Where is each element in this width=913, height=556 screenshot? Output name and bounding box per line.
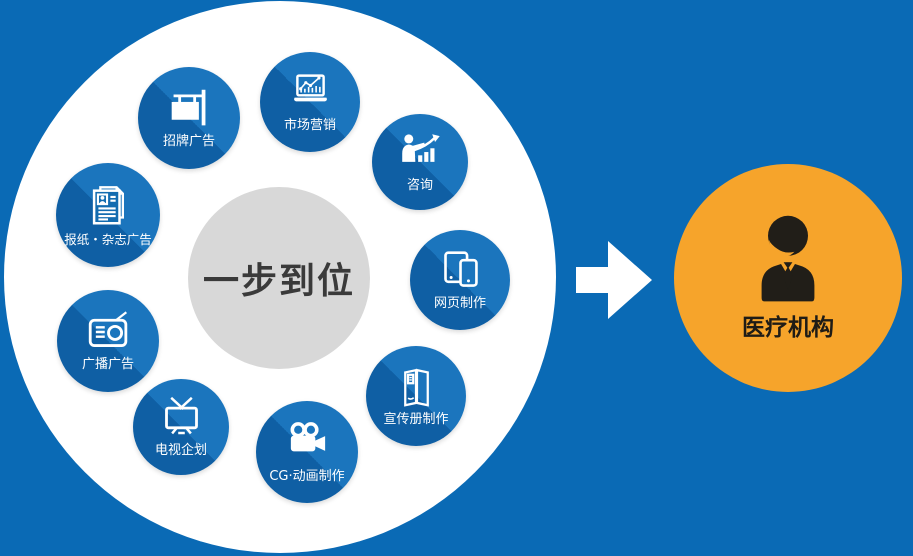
service-circle-consulting: 咨询 [372,114,468,210]
service-circle-signboard-ad: 招牌广告 [138,67,240,169]
tablet-phone-icon [443,251,478,287]
service-label: 报纸・杂志广告 [64,231,152,247]
service-circle-web-production: 网页制作 [410,230,510,330]
tv-icon [164,396,198,435]
service-label: 广播广告 [81,357,134,372]
service-circle-newspaper-magazine-ad: 报纸・杂志广告 [56,163,160,267]
target-circle-medical-institution: 医疗机构 [674,164,902,392]
signboard-icon [171,89,205,126]
service-label: CG·动画制作 [269,469,345,484]
hub-label: 一步到位 [202,261,355,302]
target-label: 医疗机构 [742,315,834,341]
businessperson-icon [761,215,815,302]
movie-camera-icon [290,422,325,452]
service-circle-cg-animation: CG·动画制作 [256,401,358,503]
service-label: 市场营销 [283,118,336,133]
consultant-growth-icon [401,134,440,162]
service-circle-tv-planning: 电视企划 [133,379,229,475]
hub-circle: 一步到位 [188,187,370,369]
brochure-icon [403,368,429,407]
service-label: 网页制作 [433,296,486,311]
service-label: 电视企划 [154,443,207,458]
service-circle-marketing: 市场营销 [260,52,360,152]
service-label: 招牌广告 [162,134,215,149]
laptop-chart-icon [293,74,327,102]
newspaper-icon [92,185,125,224]
arrow-right-icon [576,241,652,319]
radio-icon [88,311,127,347]
service-label: 宣传册制作 [383,412,449,427]
service-circle-radio-ad: 广播广告 [57,290,159,392]
service-label: 咨询 [406,178,433,193]
service-circle-brochure: 宣传册制作 [366,346,466,446]
